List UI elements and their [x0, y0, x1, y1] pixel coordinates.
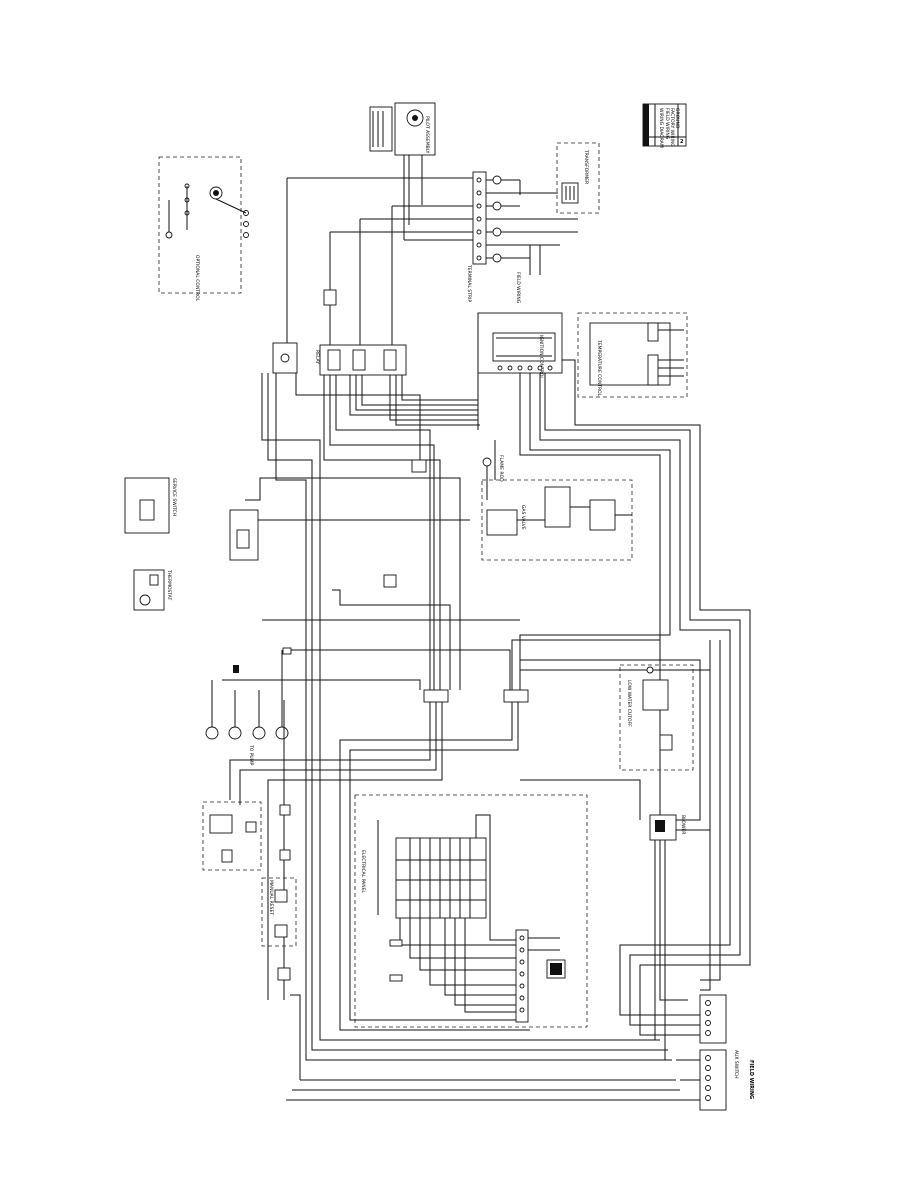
relay-group-top: RELAY — [272, 289, 407, 376]
relay-label: RELAY — [314, 350, 320, 364]
transformer-box: TRANSFORMER — [556, 142, 600, 214]
field-wiring-top: FIELD WIRING — [515, 272, 521, 304]
option-box-upper-left: OPTIONAL CONTROL — [158, 156, 249, 302]
low-water-box: LOW WATER CUTOFF — [619, 664, 694, 771]
pump-connectors: TO PUMP — [205, 647, 292, 766]
title-line4: GROUND — [674, 108, 680, 129]
gas-valve-label: GAS VALVE — [520, 505, 526, 530]
to-pump-label: TO PUMP — [248, 744, 254, 766]
field-wiring-bottom: FIELD WIRING — [748, 1060, 754, 1099]
optional-control-box: TEMPERATURE CONTROL — [577, 312, 688, 398]
relay-group-mid — [383, 459, 529, 703]
top-terminal-bar: TERMINAL STRIP FIELD WIRING — [466, 171, 578, 304]
title-block: WIRING DIAGRAM FIELD WIRING FACTORY WIRI… — [642, 103, 687, 148]
thermostat-label: THERMOSTAT — [166, 569, 172, 601]
harness-wires — [222, 177, 751, 1101]
electrical-panel: ELECTRICAL PANEL — [354, 794, 588, 1028]
title-line1: WIRING DIAGRAM — [658, 108, 664, 148]
relay-group-left-low: MANUAL RESET — [202, 700, 297, 1000]
field-terminals-bottom: FIELD WIRING AUX SWITCH — [676, 994, 754, 1111]
gas-valve-block: GAS VALVE FLAME ROD — [481, 440, 633, 561]
low-water-label: LOW WATER CUTOFF — [626, 680, 632, 727]
blower-block: BLOWER — [649, 814, 686, 841]
transformer-label: TRANSFORMER — [583, 149, 589, 184]
flame-rod-label: FLAME ROD — [498, 455, 504, 482]
manual-reset-label: MANUAL RESET — [268, 880, 274, 915]
pilot-assy-label: PILOT ASSEMBLY — [424, 116, 430, 154]
option-box-label: OPTIONAL CONTROL — [194, 255, 200, 302]
terminal-strip-label: TERMINAL STRIP — [466, 264, 472, 302]
aux-switch-label: AUX SWITCH — [733, 1050, 739, 1079]
electrical-panel-label: ELECTRICAL PANEL — [360, 850, 366, 893]
pilot-assembly: PILOT ASSEMBLY — [369, 102, 436, 240]
title-line3: FACTORY WIRING — [669, 108, 675, 147]
ignition-control: IGNITION CONTROL — [477, 312, 563, 379]
service-switch-label: SERVICE SWITCH — [171, 478, 177, 516]
page-number: 2 — [680, 139, 684, 145]
title-line2: FIELD WIRING — [664, 108, 670, 140]
blower-label: BLOWER — [680, 815, 686, 834]
thermostat-sketches: THERMOSTAT SERVICE SWITCH — [124, 477, 259, 611]
ignition-control-label: IGNITION CONTROL — [538, 335, 544, 379]
temp-control-label: TEMPERATURE CONTROL — [596, 339, 602, 397]
